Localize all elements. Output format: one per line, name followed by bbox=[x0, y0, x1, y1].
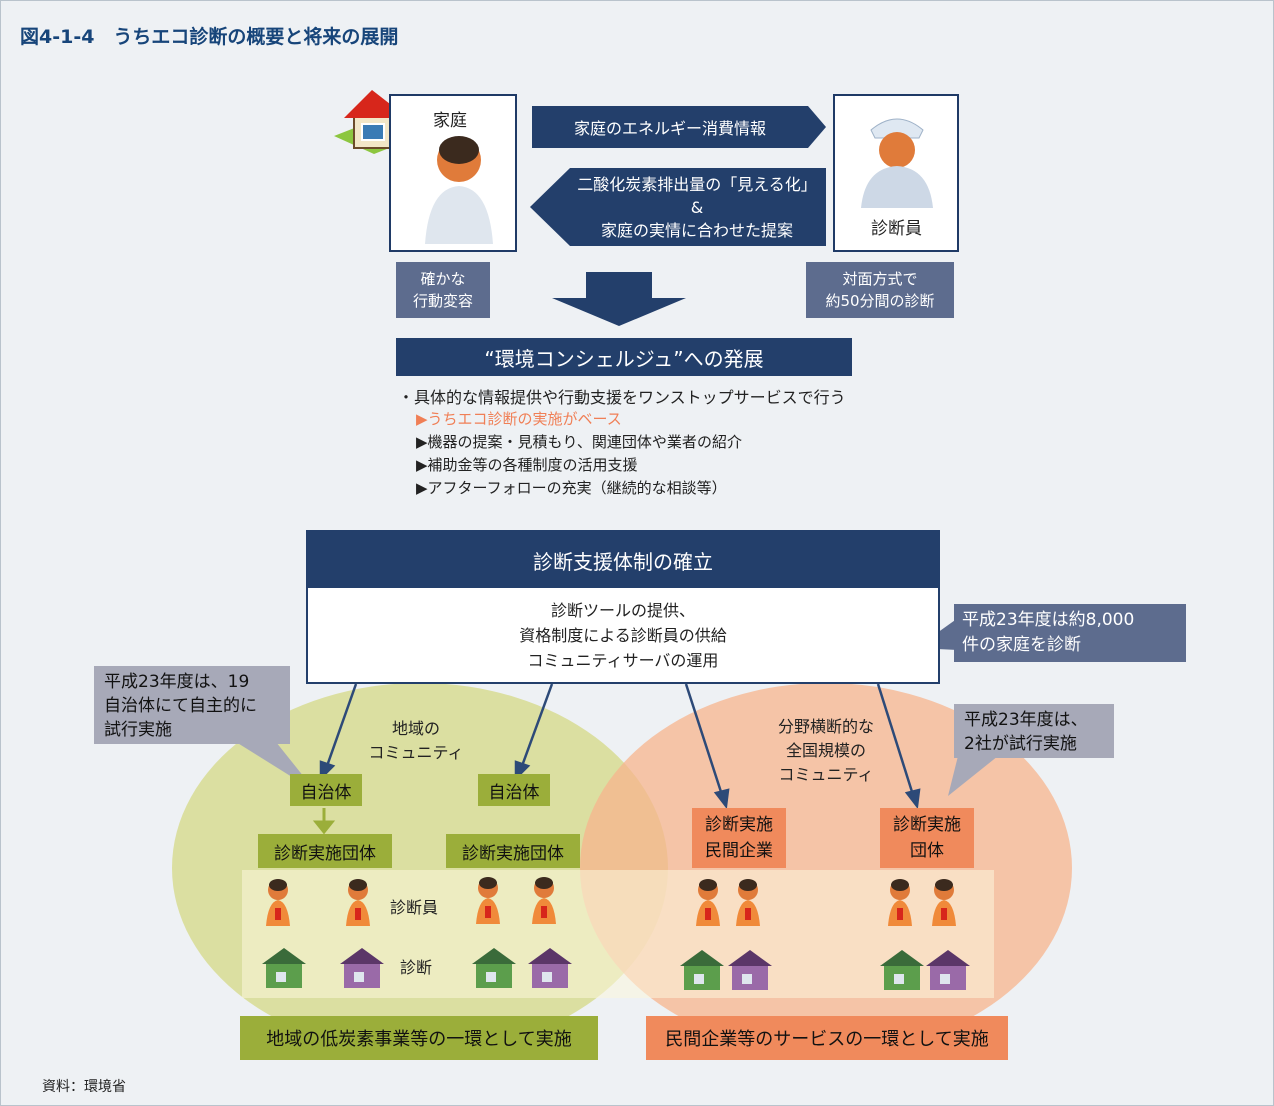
support-box: 診断支援体制の確立 診断ツールの提供、 資格制度による診断員の供給 コミュニティ… bbox=[306, 530, 940, 684]
private-org-label: 診断実施 団体 bbox=[880, 808, 974, 868]
concierge-line-1: ・具体的な情報提供や行動支援をワンストップサービスで行う bbox=[398, 388, 846, 407]
person-icon-3 bbox=[476, 877, 500, 924]
person-icon-8 bbox=[932, 879, 956, 926]
org-label-1: 診断実施団体 bbox=[258, 834, 392, 868]
diagnosis-row-label: 診断 bbox=[400, 958, 433, 977]
callout-local: 平成23年度は、19 自治体にて自主的に 試行実施 bbox=[94, 666, 290, 744]
national-community-label: 分野横断的な 全国規模の コミュニティ bbox=[777, 717, 874, 784]
concierge-line-2: ▶うちエコ診断の実施がベース bbox=[416, 410, 622, 428]
municipality-label-1: 自治体 bbox=[290, 774, 362, 806]
house-icon-6 bbox=[728, 950, 772, 990]
callout-total: 平成23年度は約8,000 件の家庭を診断 bbox=[954, 604, 1186, 662]
person-icon bbox=[425, 136, 493, 244]
house-icon-7 bbox=[880, 950, 924, 990]
org-label-2: 診断実施団体 bbox=[446, 834, 580, 868]
concierge-line-4: ▶補助金等の各種制度の活用支援 bbox=[416, 456, 638, 474]
source-note: 資料：環境省 bbox=[42, 1079, 126, 1095]
house-icon-4 bbox=[528, 948, 572, 988]
support-heading: 診断支援体制の確立 bbox=[308, 532, 938, 588]
feedback-arrow-left bbox=[530, 168, 826, 246]
concierge-line-5: ▶アフターフォローの充実（継続的な相談等） bbox=[416, 479, 727, 497]
house-icon-2 bbox=[340, 948, 384, 988]
bottom-private-label: 民間企業等のサービスの一環として実施 bbox=[646, 1016, 1008, 1060]
person-icon-2 bbox=[346, 879, 370, 926]
info-flow-label: 家庭のエネルギー消費情報 bbox=[573, 119, 766, 138]
callout-private: 平成23年度は、 2社が試行実施 bbox=[954, 704, 1114, 758]
house-icon-5 bbox=[680, 950, 724, 990]
house-icon-1 bbox=[262, 948, 306, 988]
bottom-local-label: 地域の低炭素事業等の一環として実施 bbox=[240, 1016, 598, 1060]
local-community-label: 地域の コミュニティ bbox=[368, 719, 464, 762]
face-to-face-note: 対面方式で 約50分間の診断 bbox=[806, 262, 954, 318]
support-body: 診断ツールの提供、 資格制度による診断員の供給 コミュニティサーバの運用 bbox=[519, 600, 727, 670]
info-arrow-right bbox=[532, 106, 826, 148]
diagnostician-card: 診断員 bbox=[833, 94, 959, 252]
diagnostician-row-label: 診断員 bbox=[390, 898, 439, 917]
private-company-label: 診断実施 民間企業 bbox=[692, 808, 786, 868]
person-icon-6 bbox=[736, 879, 760, 926]
house-icon-8 bbox=[926, 950, 970, 990]
person-icon-5 bbox=[696, 879, 720, 926]
person-icon-7 bbox=[888, 879, 912, 926]
diagnostician-label: 診断員 bbox=[871, 219, 922, 239]
house-icon-3 bbox=[472, 948, 516, 988]
down-arrow bbox=[552, 272, 686, 326]
household-label: 家庭 bbox=[433, 111, 467, 131]
household-card: 家庭 bbox=[389, 94, 517, 252]
municipality-label-2: 自治体 bbox=[478, 774, 550, 806]
behavior-change-note: 確かな 行動変容 bbox=[396, 262, 490, 318]
figure-title: 図4-1-4 うちエコ診断の概要と将来の展開 bbox=[20, 26, 399, 48]
feedback-label: 二酸化炭素排出量の「見える化」 & 家庭の実情に合わせた提案 bbox=[577, 174, 817, 240]
concierge-line-3: ▶機器の提案・見積もり、関連団体や業者の紹介 bbox=[416, 433, 742, 451]
concierge-heading: “環境コンシェルジュ”への発展 bbox=[396, 338, 852, 376]
diagnostician-icon bbox=[861, 118, 933, 208]
person-icon-4 bbox=[532, 877, 556, 924]
person-icon-1 bbox=[266, 879, 290, 926]
diagnosis-icons bbox=[262, 877, 970, 990]
